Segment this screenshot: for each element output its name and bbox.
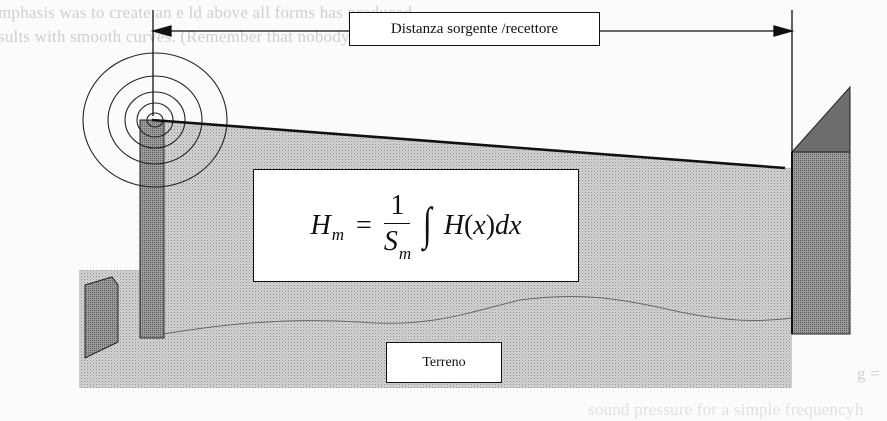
formula-lhs-symbol: H [310,209,331,241]
house-left [84,276,119,359]
source-stack [139,119,165,339]
terrain-label: Terreno [386,342,502,383]
formula-box: H m = 1 Sm ∫ H ( x ) dx [253,169,579,282]
formula-lhs-subscript: m [331,224,345,244]
formula-differential: dx [495,209,522,241]
terrain-profile-line [139,295,793,339]
formula-equals: = [356,209,372,241]
formula-numerator: 1 [384,189,411,224]
distance-label-text: Distanza sorgente /recettore [390,20,559,37]
formula-integral-sign: ∫ [423,198,432,249]
formula-denominator: Sm [384,224,411,263]
formula-fraction: 1 Sm [384,189,411,263]
background-text-line-7: h [855,400,864,419]
formula-close-paren: ) [485,209,496,241]
source-waves [82,52,228,188]
terrain-label-text: Terreno [422,354,466,370]
receiver-building [791,151,851,335]
receiver-building-roof [790,85,851,153]
formula-integrand: H [443,209,464,241]
formula-denominator-subscript: m [398,243,412,263]
sight-line [151,118,786,170]
distance-label: Distanza sorgente /recettore [349,12,600,46]
distance-dimension [150,10,795,152]
formula-integrand-variable: x [473,209,486,241]
background-text-line-6: sound pressure for a simple frequency [588,400,855,419]
formula-denominator-symbol: S [383,225,398,257]
mean-height-formula: H m = 1 Sm ∫ H ( x ) dx [311,189,522,263]
formula-open-paren: ( [463,209,474,241]
background-text-line-5: g = [857,364,880,383]
background-text-line-1: mphasis was to create an e ld above all … [0,3,413,22]
